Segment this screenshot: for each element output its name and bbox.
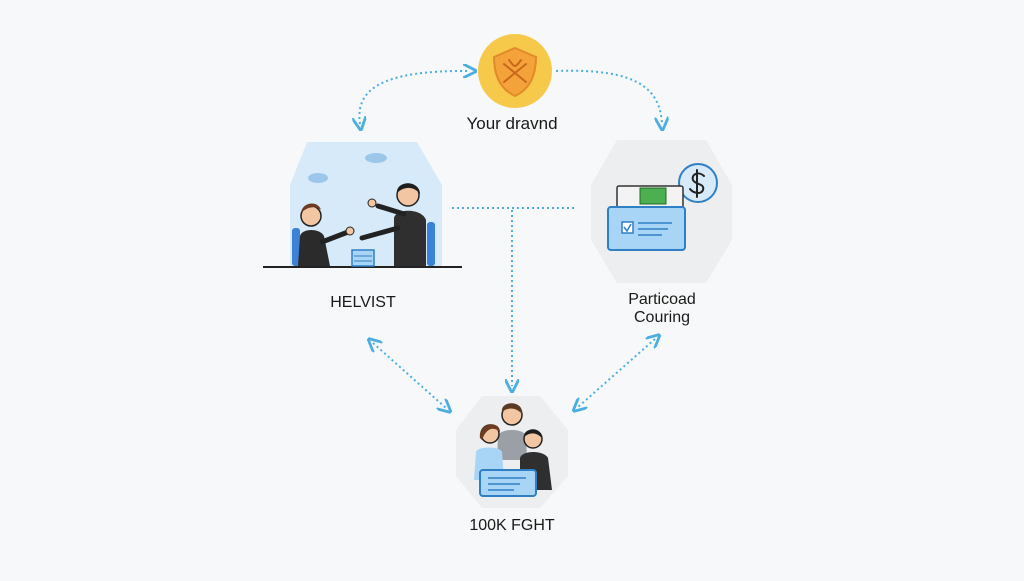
node-bottom [456, 396, 568, 508]
connectors [359, 71, 662, 408]
person-back [497, 403, 527, 460]
node-bottom-label: 100K FGHT [469, 517, 555, 534]
shield-mark-icon [503, 59, 527, 83]
node-top-label: Your dravnd [466, 114, 558, 133]
node-left [263, 142, 462, 268]
node-right-label: Particoad Couring [628, 291, 696, 326]
cloud-icon [365, 153, 387, 163]
arrow-right-to-bottom [578, 339, 655, 407]
node-right [591, 140, 732, 283]
arrow-top-to-right [555, 69, 662, 124]
node-left-label: HELVIST [330, 294, 396, 311]
person-left [298, 203, 355, 266]
cloud-icon-small [308, 173, 328, 183]
node-top [478, 34, 552, 108]
paper-stack-icon [351, 249, 375, 267]
dollar-icon [689, 169, 705, 198]
person-right [359, 183, 426, 266]
right-chair [427, 222, 435, 266]
arrow-left-to-top [359, 71, 470, 124]
shared-card-icon [479, 469, 537, 497]
left-chair [292, 228, 300, 266]
arrow-left-to-bottom [373, 343, 446, 408]
